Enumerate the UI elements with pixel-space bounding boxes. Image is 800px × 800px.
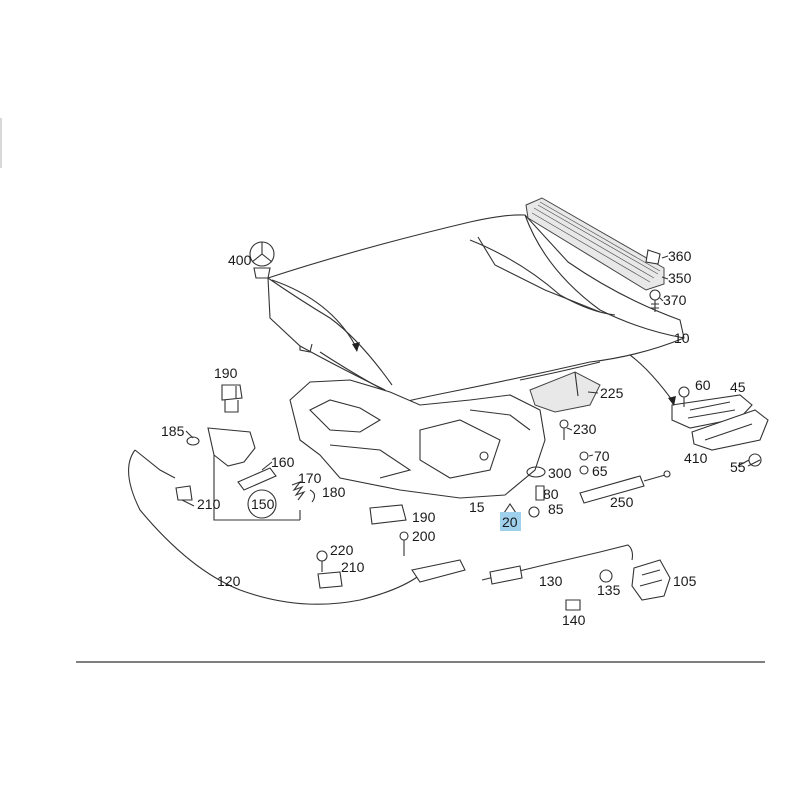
- bolt-200[interactable]: [399, 531, 409, 556]
- callout-220[interactable]: 220: [330, 542, 354, 558]
- latch-bracket[interactable]: [207, 427, 301, 521]
- hinge-bolt-60[interactable]: [678, 386, 690, 407]
- callout-105[interactable]: 105: [673, 573, 697, 589]
- hinge-cover-410[interactable]: [691, 409, 769, 451]
- lever-160[interactable]: [237, 467, 277, 491]
- callout-150[interactable]: 150: [251, 496, 275, 512]
- ring-135[interactable]: [599, 569, 613, 583]
- screw-370[interactable]: [649, 289, 661, 312]
- callout-15[interactable]: 15: [469, 499, 485, 515]
- oring-300[interactable]: [526, 466, 546, 478]
- gas-strut-250[interactable]: [579, 470, 671, 504]
- callout-85[interactable]: 85: [548, 501, 564, 517]
- callout-10[interactable]: 10: [674, 330, 690, 346]
- callout-210-left[interactable]: 210: [197, 496, 221, 512]
- bump-stop-185[interactable]: [186, 436, 200, 446]
- callout-250[interactable]: 250: [610, 494, 634, 510]
- callout-20[interactable]: 20: [502, 514, 518, 530]
- latch-190-upper[interactable]: [221, 384, 243, 413]
- clip-180[interactable]: [309, 489, 316, 503]
- screw-230[interactable]: [559, 419, 569, 440]
- callout-200[interactable]: 200: [412, 528, 436, 544]
- callout-170[interactable]: 170: [298, 470, 322, 486]
- callout-160[interactable]: 160: [271, 454, 295, 470]
- callout-55[interactable]: 55: [730, 459, 746, 475]
- release-handle[interactable]: [411, 559, 466, 583]
- callouts: 400 360 350 370 10 190 225 60 45 185 230…: [161, 248, 746, 628]
- callout-180[interactable]: 180: [322, 484, 346, 500]
- part-80[interactable]: [535, 485, 545, 501]
- callout-65[interactable]: 65: [592, 463, 608, 479]
- callout-370[interactable]: 370: [663, 292, 687, 308]
- callout-400[interactable]: 400: [228, 252, 252, 268]
- callout-60[interactable]: 60: [695, 377, 711, 393]
- callout-80[interactable]: 80: [543, 486, 559, 502]
- emblem-arrow: [271, 279, 360, 352]
- latch-190-lower[interactable]: [369, 504, 407, 525]
- highlight-box: [500, 512, 521, 531]
- screw-220[interactable]: [316, 550, 328, 572]
- seal-225[interactable]: [529, 371, 601, 413]
- callout-190-lower[interactable]: 190: [412, 509, 436, 525]
- nut-70[interactable]: [579, 451, 589, 461]
- cable-130[interactable]: [481, 544, 634, 585]
- callout-135[interactable]: 135: [597, 582, 621, 598]
- group-ring-150[interactable]: [247, 489, 277, 519]
- callout-350[interactable]: 350: [668, 270, 692, 286]
- callout-45[interactable]: 45: [730, 379, 746, 395]
- part-85[interactable]: [528, 506, 540, 518]
- callout-70[interactable]: 70: [594, 448, 610, 464]
- edge-mark: [0, 118, 2, 168]
- clip-210-left[interactable]: [175, 485, 193, 501]
- leader-lines: [181, 255, 761, 507]
- hinge-arrow: [629, 354, 676, 406]
- callout-300[interactable]: 300: [548, 465, 572, 481]
- callout-360[interactable]: 360: [668, 248, 692, 264]
- callout-410[interactable]: 410: [684, 450, 708, 466]
- callout-185[interactable]: 185: [161, 423, 185, 439]
- spring-170[interactable]: [291, 480, 306, 501]
- bolt-55[interactable]: [737, 453, 762, 467]
- emblem-400[interactable]: [249, 241, 275, 279]
- cowl-grille[interactable]: [525, 197, 665, 291]
- callout-225[interactable]: 225: [600, 385, 624, 401]
- callout-230[interactable]: 230: [573, 421, 597, 437]
- release-cable-120[interactable]: [128, 449, 421, 605]
- callout-120[interactable]: 120: [217, 573, 241, 589]
- insulation-pad-15[interactable]: [289, 379, 546, 499]
- latch-105[interactable]: [631, 559, 671, 601]
- callout-130[interactable]: 130: [539, 573, 563, 589]
- callout-190-upper[interactable]: 190: [214, 365, 238, 381]
- clip-360[interactable]: [645, 249, 661, 265]
- washer-65[interactable]: [579, 465, 589, 475]
- callout-210-lower[interactable]: 210: [341, 559, 365, 575]
- clip-140[interactable]: [565, 599, 581, 611]
- callout-140[interactable]: 140: [562, 612, 586, 628]
- clip-210-lower[interactable]: [317, 571, 343, 589]
